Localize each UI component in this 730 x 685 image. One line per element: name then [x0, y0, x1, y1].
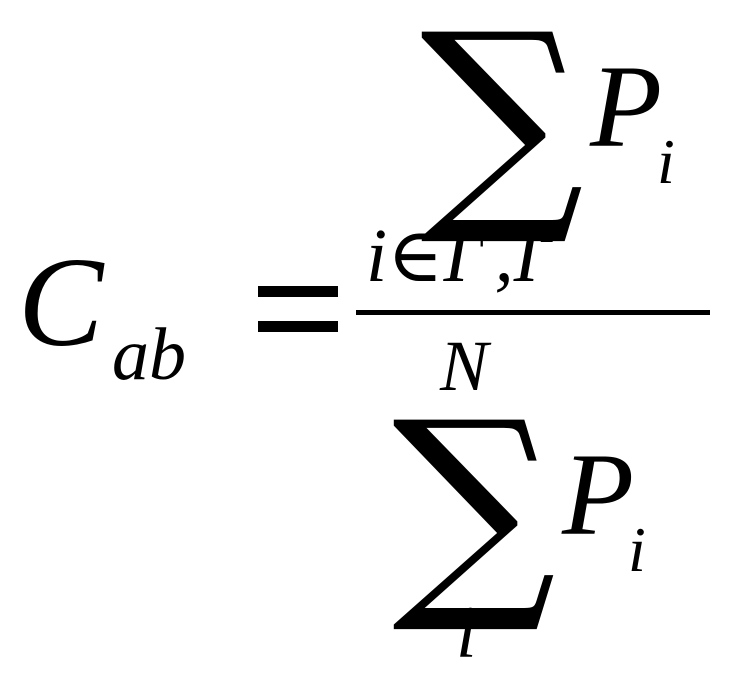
fraction-line	[356, 310, 710, 315]
denominator-sum-operator: ∑	[392, 373, 557, 640]
numerator-lower-limit-sup-minus: -	[538, 210, 555, 261]
numerator-sum-operator: ∑	[420, 0, 585, 252]
equals-bar-bottom	[258, 321, 338, 332]
numerator-lower-limit-separator: ,I	[494, 214, 539, 298]
denominator-term: P	[562, 429, 635, 560]
equals-sign	[258, 286, 338, 332]
denominator-lower-limit: i	[456, 592, 477, 674]
lhs-symbol: C	[18, 231, 104, 373]
numerator-lower-limit-sup-plus: +	[468, 210, 495, 261]
equals-bar-top	[258, 286, 338, 297]
numerator-lower-limit-main: i∈I	[366, 214, 469, 298]
numerator-term-subscript: i	[657, 126, 675, 197]
numerator-lower-limit: i∈I+,I-	[366, 213, 554, 295]
numerator-upper-limit: N	[440, 326, 489, 406]
numerator-term: P	[590, 41, 663, 172]
lhs-subscript: ab	[112, 314, 186, 396]
denominator-term-subscript: i	[628, 514, 646, 585]
